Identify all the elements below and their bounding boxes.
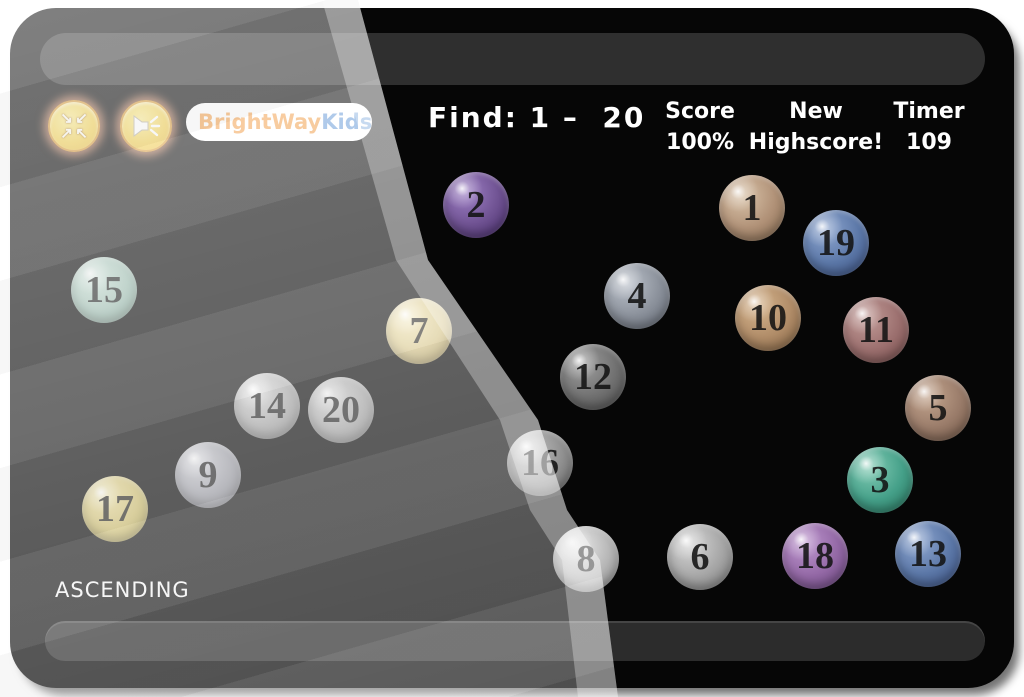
brand-first: BrightWay [198, 110, 322, 134]
top-bar [40, 33, 985, 85]
arrow-down-left: ↙ [75, 110, 88, 127]
ball-number: 7 [409, 310, 429, 352]
bottom-bar [45, 621, 985, 661]
ball-number: 2 [466, 184, 486, 226]
ball-number: 6 [690, 536, 710, 578]
ball-4[interactable]: 4 [604, 263, 670, 329]
ball-12[interactable]: 12 [560, 344, 626, 410]
ball-5[interactable]: 5 [905, 375, 971, 441]
highscore-value: Highscore! [748, 130, 884, 155]
ball-1[interactable]: 1 [719, 175, 785, 241]
ball-15[interactable]: 15 [71, 257, 137, 323]
score-stat: Score 100% [615, 96, 785, 158]
speaker-icon [133, 115, 161, 137]
ball-8[interactable]: 8 [553, 526, 619, 592]
mode-label: ASCENDING [55, 578, 190, 602]
ball-number: 12 [574, 356, 612, 398]
score-label: Score [665, 99, 735, 124]
score-value: 100% [666, 130, 734, 155]
ball-13[interactable]: 13 [895, 521, 961, 587]
timer-label: Timer [893, 99, 965, 124]
ball-11[interactable]: 11 [843, 297, 909, 363]
timer-value: 109 [906, 130, 952, 155]
highscore-label: New [789, 99, 843, 124]
ball-number: 13 [909, 533, 947, 575]
find-label: Find: 1 – 20 [428, 101, 646, 134]
ball-number: 14 [248, 385, 286, 427]
ball-number: 17 [96, 488, 134, 530]
ball-9[interactable]: 9 [175, 442, 241, 508]
ball-3[interactable]: 3 [847, 447, 913, 513]
ball-number: 1 [742, 187, 762, 229]
ball-number: 9 [198, 454, 218, 496]
ball-18[interactable]: 18 [782, 523, 848, 589]
highscore-stat: New Highscore! [731, 96, 901, 158]
brand-second: Kids [321, 110, 373, 134]
ball-number: 16 [521, 442, 559, 484]
ball-number: 10 [749, 297, 787, 339]
collapse-button[interactable]: ↘↙↗↖ [48, 100, 100, 152]
ball-7[interactable]: 7 [386, 298, 452, 364]
ball-10[interactable]: 10 [735, 285, 801, 351]
ball-19[interactable]: 19 [803, 210, 869, 276]
ball-14[interactable]: 14 [234, 373, 300, 439]
device-frame: ↘↙↗↖ [10, 8, 1014, 688]
ball-16[interactable]: 16 [507, 430, 573, 496]
arrow-up-left: ↖ [75, 125, 88, 142]
ball-17[interactable]: 17 [82, 476, 148, 542]
ball-2[interactable]: 2 [443, 172, 509, 238]
arrow-up-right: ↗ [60, 125, 73, 142]
ball-number: 11 [858, 309, 894, 351]
ball-6[interactable]: 6 [667, 524, 733, 590]
ball-number: 3 [870, 459, 890, 501]
arrow-down-right: ↘ [60, 110, 73, 127]
ball-number: 4 [627, 275, 647, 317]
ball-number: 15 [85, 269, 123, 311]
collapse-arrows-icon: ↘↙↗↖ [59, 111, 89, 141]
ball-number: 5 [928, 387, 948, 429]
ball-number: 18 [796, 535, 834, 577]
ball-20[interactable]: 20 [308, 377, 374, 443]
ball-number: 19 [817, 222, 855, 264]
sound-button[interactable] [120, 100, 172, 152]
ball-number: 20 [322, 389, 360, 431]
timer-stat: Timer 109 [844, 96, 1014, 158]
ball-number: 8 [576, 538, 596, 580]
